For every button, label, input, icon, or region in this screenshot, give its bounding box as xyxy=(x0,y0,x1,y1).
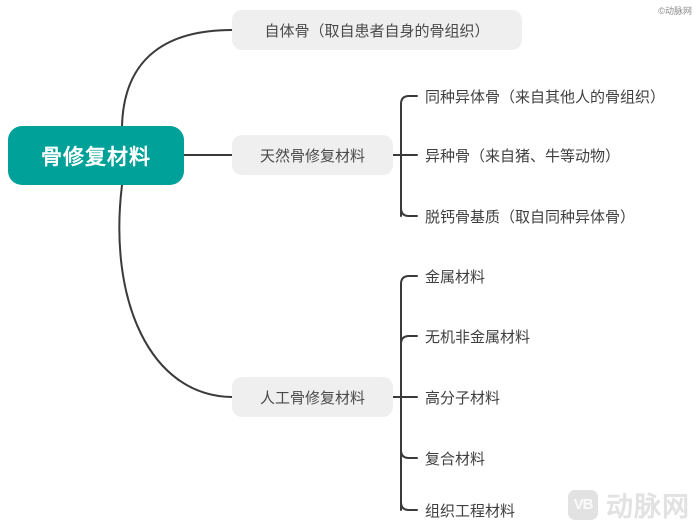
link-branch3-child2 xyxy=(400,335,418,345)
branch-node-label: 人工骨修复材料 xyxy=(259,389,365,407)
leaf-node-composite-materials[interactable]: 复合材料 xyxy=(425,444,485,472)
branch-node-autogenous-bone[interactable]: 自体骨（取自患者自身的骨组织） xyxy=(232,10,522,50)
leaf-node-tissue-engineering-materials[interactable]: 组织工程材料 xyxy=(425,496,515,524)
leaf-node-label: 同种异体骨（来自其他人的骨组织） xyxy=(425,88,666,106)
leaf-node-label: 异种骨（来自猪、牛等动物） xyxy=(425,147,621,165)
root-node[interactable]: 骨修复材料 xyxy=(8,126,184,185)
leaf-node-label: 金属材料 xyxy=(425,268,486,286)
leaf-node-label: 组织工程材料 xyxy=(425,502,516,520)
leaf-node-demineralized-bone-matrix[interactable]: 脱钙骨基质（取自同种异体骨） xyxy=(425,202,635,230)
leaf-node-polymer-materials[interactable]: 高分子材料 xyxy=(425,383,500,411)
branch-node-label: 天然骨修复材料 xyxy=(259,147,365,165)
leaf-node-label: 高分子材料 xyxy=(425,389,501,407)
watermark-top-right: ©动脉网 xyxy=(658,6,692,16)
leaf-node-metal-materials[interactable]: 金属材料 xyxy=(425,262,485,290)
leaf-node-xenograft-bone[interactable]: 异种骨（来自猪、牛等动物） xyxy=(425,141,620,169)
watermark-bottom-right: VB 动脉网 xyxy=(568,485,690,524)
branch-node-artificial-bone-repair-materials[interactable]: 人工骨修复材料 xyxy=(232,377,393,417)
root-node-label: 骨修复材料 xyxy=(41,145,151,169)
link-branch3-child5 xyxy=(400,501,418,511)
leaf-node-label: 脱钙骨基质（取自同种异体骨） xyxy=(425,208,636,226)
branch-node-label: 自体骨（取自患者自身的骨组织） xyxy=(264,22,490,40)
leaf-node-label: 无机非金属材料 xyxy=(425,328,531,346)
link-branch2-child3 xyxy=(400,207,418,217)
link-branch2-child1 xyxy=(400,95,418,105)
leaf-node-inorganic-nonmetal-materials[interactable]: 无机非金属材料 xyxy=(425,322,530,350)
leaf-node-label: 复合材料 xyxy=(425,450,486,468)
link-root-to-branch3 xyxy=(118,184,233,398)
link-branch3-child1 xyxy=(400,275,418,285)
leaf-node-allograft-bone[interactable]: 同种异体骨（来自其他人的骨组织） xyxy=(425,82,665,110)
branch-node-natural-bone-repair-materials[interactable]: 天然骨修复材料 xyxy=(232,135,393,175)
watermark-logo-icon: VB xyxy=(568,489,598,520)
link-branch3-child4 xyxy=(400,449,418,459)
link-root-to-branch1 xyxy=(121,29,233,127)
watermark-brand-label: 动脉网 xyxy=(606,492,690,522)
